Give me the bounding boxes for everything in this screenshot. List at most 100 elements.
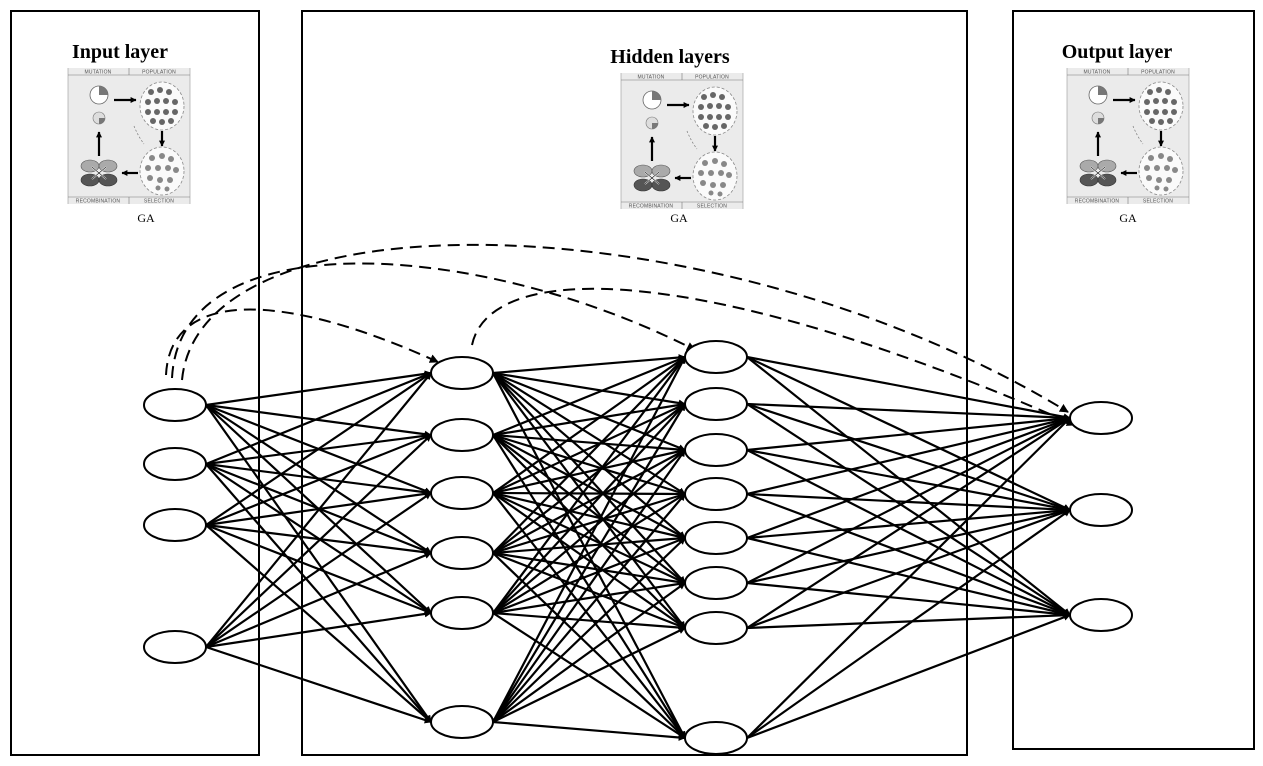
edge-l0-n1-to-l1-n5 xyxy=(205,463,432,723)
svg-text:POPULATION: POPULATION xyxy=(142,70,176,76)
edge-l2-n7-to-l3-n2 xyxy=(746,613,1071,740)
svg-text:POPULATION: POPULATION xyxy=(695,75,729,81)
edge-l1-n1-to-l2-n1 xyxy=(492,401,686,437)
svg-text:RECOMBINATION: RECOMBINATION xyxy=(76,199,121,205)
edge-l0-n3-to-l1-n0 xyxy=(205,372,432,648)
edge-l1-n0-to-l2-n2 xyxy=(492,371,686,452)
ga-cycle-image-hidden: MUTATION POPULATION RECOMBINATION SELECT… xyxy=(621,73,743,210)
edge-l2-n2-to-l3-n1 xyxy=(746,448,1071,513)
edge-l1-n4-to-l2-n6 xyxy=(492,611,686,631)
hidden2-neuron-5 xyxy=(684,521,748,555)
edge-l2-n5-to-l3-n2 xyxy=(746,581,1071,618)
output-neuron-2 xyxy=(1069,493,1133,527)
edge-l1-n3-to-l2-n1 xyxy=(492,403,686,554)
connection-edges xyxy=(205,354,1071,741)
edge-l2-n6-to-l3-n0 xyxy=(746,417,1071,629)
edge-l1-n5-to-l2-n1 xyxy=(492,403,686,723)
ga-caption-hidden: GA xyxy=(670,211,688,225)
edge-l1-n0-to-l2-n3 xyxy=(492,372,686,495)
edge-l0-n0-to-l1-n5 xyxy=(205,404,432,723)
edge-l2-n5-to-l3-n0 xyxy=(746,417,1071,584)
edge-l1-n1-to-l2-n2 xyxy=(492,433,686,453)
input-neuron-3 xyxy=(143,508,207,542)
edge-l2-n3-to-l3-n1 xyxy=(746,492,1071,514)
svg-text:MUTATION: MUTATION xyxy=(1084,70,1111,76)
edge-l2-n1-to-l3-n2 xyxy=(746,403,1071,616)
hidden2-neuron-6 xyxy=(684,566,748,600)
edge-l1-n1-to-l2-n3 xyxy=(492,433,686,496)
input-layer-panel xyxy=(10,10,260,756)
skip-connection-1 xyxy=(171,262,696,379)
edge-l1-n2-to-l2-n7 xyxy=(492,492,686,739)
edge-l2-n5-to-l3-n1 xyxy=(746,507,1071,585)
edge-l1-n4-to-l2-n4 xyxy=(492,536,686,615)
edge-l1-n4-to-l2-n0 xyxy=(492,356,686,614)
edge-l2-n6-to-l3-n2 xyxy=(746,611,1071,630)
neuron-nodes xyxy=(143,340,1133,755)
input-neuron-2 xyxy=(143,447,207,481)
svg-text:POPULATION: POPULATION xyxy=(1141,70,1175,76)
hidden1-neuron-2 xyxy=(430,418,494,452)
edge-l1-n5-to-l2-n2 xyxy=(492,449,686,723)
edge-l1-n4-to-l2-n3 xyxy=(492,493,686,614)
edge-l2-n6-to-l3-n1 xyxy=(746,508,1071,630)
svg-text:SELECTION: SELECTION xyxy=(697,204,727,210)
input-layer-title: Input layer xyxy=(72,41,168,63)
edge-l1-n0-to-l2-n7 xyxy=(492,372,686,739)
hidden1-neuron-3 xyxy=(430,476,494,510)
output-layer-title: Output layer xyxy=(1062,41,1173,63)
edge-l1-n2-to-l2-n0 xyxy=(492,356,686,494)
edge-l2-n4-to-l3-n0 xyxy=(746,416,1071,540)
hidden-layers-title: Hidden layers xyxy=(610,46,730,68)
edge-l0-n0-to-l1-n1 xyxy=(205,403,432,438)
edge-l0-n0-to-l1-n0 xyxy=(205,370,432,407)
edge-l1-n3-to-l2-n0 xyxy=(492,356,686,554)
edge-l1-n1-to-l2-n0 xyxy=(492,355,686,437)
edge-l1-n5-to-l2-n6 xyxy=(492,627,686,723)
edge-l1-n5-to-l2-n7 xyxy=(492,720,686,741)
edge-l0-n3-to-l1-n4 xyxy=(205,610,432,649)
edge-l0-n3-to-l1-n1 xyxy=(205,434,432,648)
edge-l0-n1-to-l1-n2 xyxy=(205,462,432,496)
svg-text:RECOMBINATION: RECOMBINATION xyxy=(629,204,674,210)
ga-cycle-image-output: MUTATION POPULATION RECOMBINATION SELECT… xyxy=(1067,68,1189,205)
edge-l2-n0-to-l3-n2 xyxy=(746,356,1071,616)
edge-l1-n3-to-l2-n6 xyxy=(492,551,686,630)
skip-connections xyxy=(165,243,1076,426)
edge-l1-n3-to-l2-n5 xyxy=(492,551,686,586)
output-layer-panel xyxy=(1012,10,1255,750)
hidden1-neuron-5 xyxy=(430,596,494,630)
edge-l1-n3-to-l2-n7 xyxy=(492,552,686,739)
edge-l1-n5-to-l2-n4 xyxy=(492,537,686,723)
hidden2-neuron-1 xyxy=(684,340,748,374)
edge-l2-n2-to-l3-n0 xyxy=(746,415,1071,452)
output-neuron-1 xyxy=(1069,401,1133,435)
edge-l0-n2-to-l1-n1 xyxy=(205,433,432,527)
hidden2-neuron-3 xyxy=(684,433,748,467)
edge-l0-n3-to-l1-n5 xyxy=(205,645,432,724)
edge-l0-n3-to-l1-n3 xyxy=(205,551,432,649)
ga-caption-output: GA xyxy=(1119,211,1137,225)
edge-l1-n3-to-l2-n4 xyxy=(492,535,686,555)
edge-l2-n0-to-l3-n0 xyxy=(746,355,1071,421)
edge-l1-n0-to-l2-n0 xyxy=(492,354,686,375)
edge-l1-n5-to-l2-n5 xyxy=(492,582,686,723)
ga-caption-input: GA xyxy=(137,211,155,225)
hidden2-neuron-4 xyxy=(684,477,748,511)
edge-l1-n4-to-l2-n2 xyxy=(492,449,686,614)
ga-cycle-image-input: MUTATION POPULATION RECOMBINATION SELECT… xyxy=(68,68,190,205)
skip-connection-2 xyxy=(181,243,1069,413)
edge-l0-n2-to-l1-n0 xyxy=(205,372,432,526)
skip-connection-3 xyxy=(471,287,1076,426)
edge-l1-n4-to-l2-n1 xyxy=(492,403,686,614)
edge-l0-n1-to-l1-n0 xyxy=(205,371,432,466)
edge-l1-n3-to-l2-n3 xyxy=(492,492,686,555)
edge-l2-n7-to-l3-n0 xyxy=(746,417,1071,739)
svg-text:MUTATION: MUTATION xyxy=(85,70,112,76)
edge-l1-n4-to-l2-n5 xyxy=(492,580,686,615)
edge-l0-n3-to-l1-n2 xyxy=(205,492,432,648)
edge-l2-n3-to-l3-n2 xyxy=(746,492,1071,617)
hidden2-neuron-8 xyxy=(684,721,748,755)
edge-l0-n2-to-l1-n5 xyxy=(205,524,432,723)
